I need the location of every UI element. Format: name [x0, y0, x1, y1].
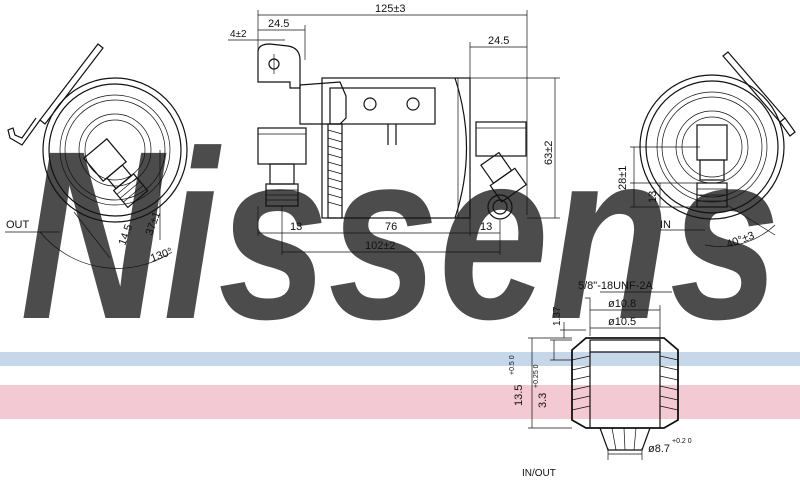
dim-left-port: 13: [290, 221, 302, 233]
dim-right-offset: 24.5: [488, 35, 509, 47]
fitting-detail: [528, 291, 679, 460]
fitting-dim-135-tol: +0.5 0: [509, 355, 516, 375]
fitting-dia-108: ø10.8: [608, 298, 636, 310]
dim-right-port: 13: [480, 221, 492, 233]
left-end-view: [5, 43, 188, 269]
label-in: IN: [660, 219, 671, 231]
fitting-dia-105: ø10.5: [608, 316, 636, 328]
dim-right-13: 13: [647, 191, 659, 203]
label-out: OUT: [6, 219, 30, 231]
fitting-dia-87-tol: +0.2 0: [672, 438, 692, 445]
fitting-dia-87: ø8.7: [648, 443, 670, 455]
dim-height: 63±2: [543, 141, 555, 165]
label-in-out: IN/OUT: [522, 468, 556, 479]
dim-body-length: 76: [385, 221, 397, 233]
fitting-dim-137: 1.37: [552, 306, 563, 326]
blue-stripe: [0, 352, 800, 366]
fitting-dim-33-tol: +0.25 0: [533, 364, 540, 388]
fitting-thread: 5/8"-18UNF-2A: [578, 280, 653, 292]
dim-bracket-offset: 24.5: [268, 18, 289, 30]
fitting-dim-33: 3.3: [537, 393, 549, 408]
right-end-view: [630, 51, 796, 247]
side-view: [228, 10, 560, 255]
red-stripe: [0, 385, 800, 419]
dim-body-total: 102±2: [365, 240, 396, 252]
fitting-dim-135: 13.5: [513, 385, 525, 406]
watermark: Nissens: [20, 101, 780, 369]
dim-right-28: 28±1: [617, 166, 629, 190]
dim-overall-length: 125±3: [375, 3, 406, 15]
dim-bolt-width: 4±2: [230, 29, 247, 40]
